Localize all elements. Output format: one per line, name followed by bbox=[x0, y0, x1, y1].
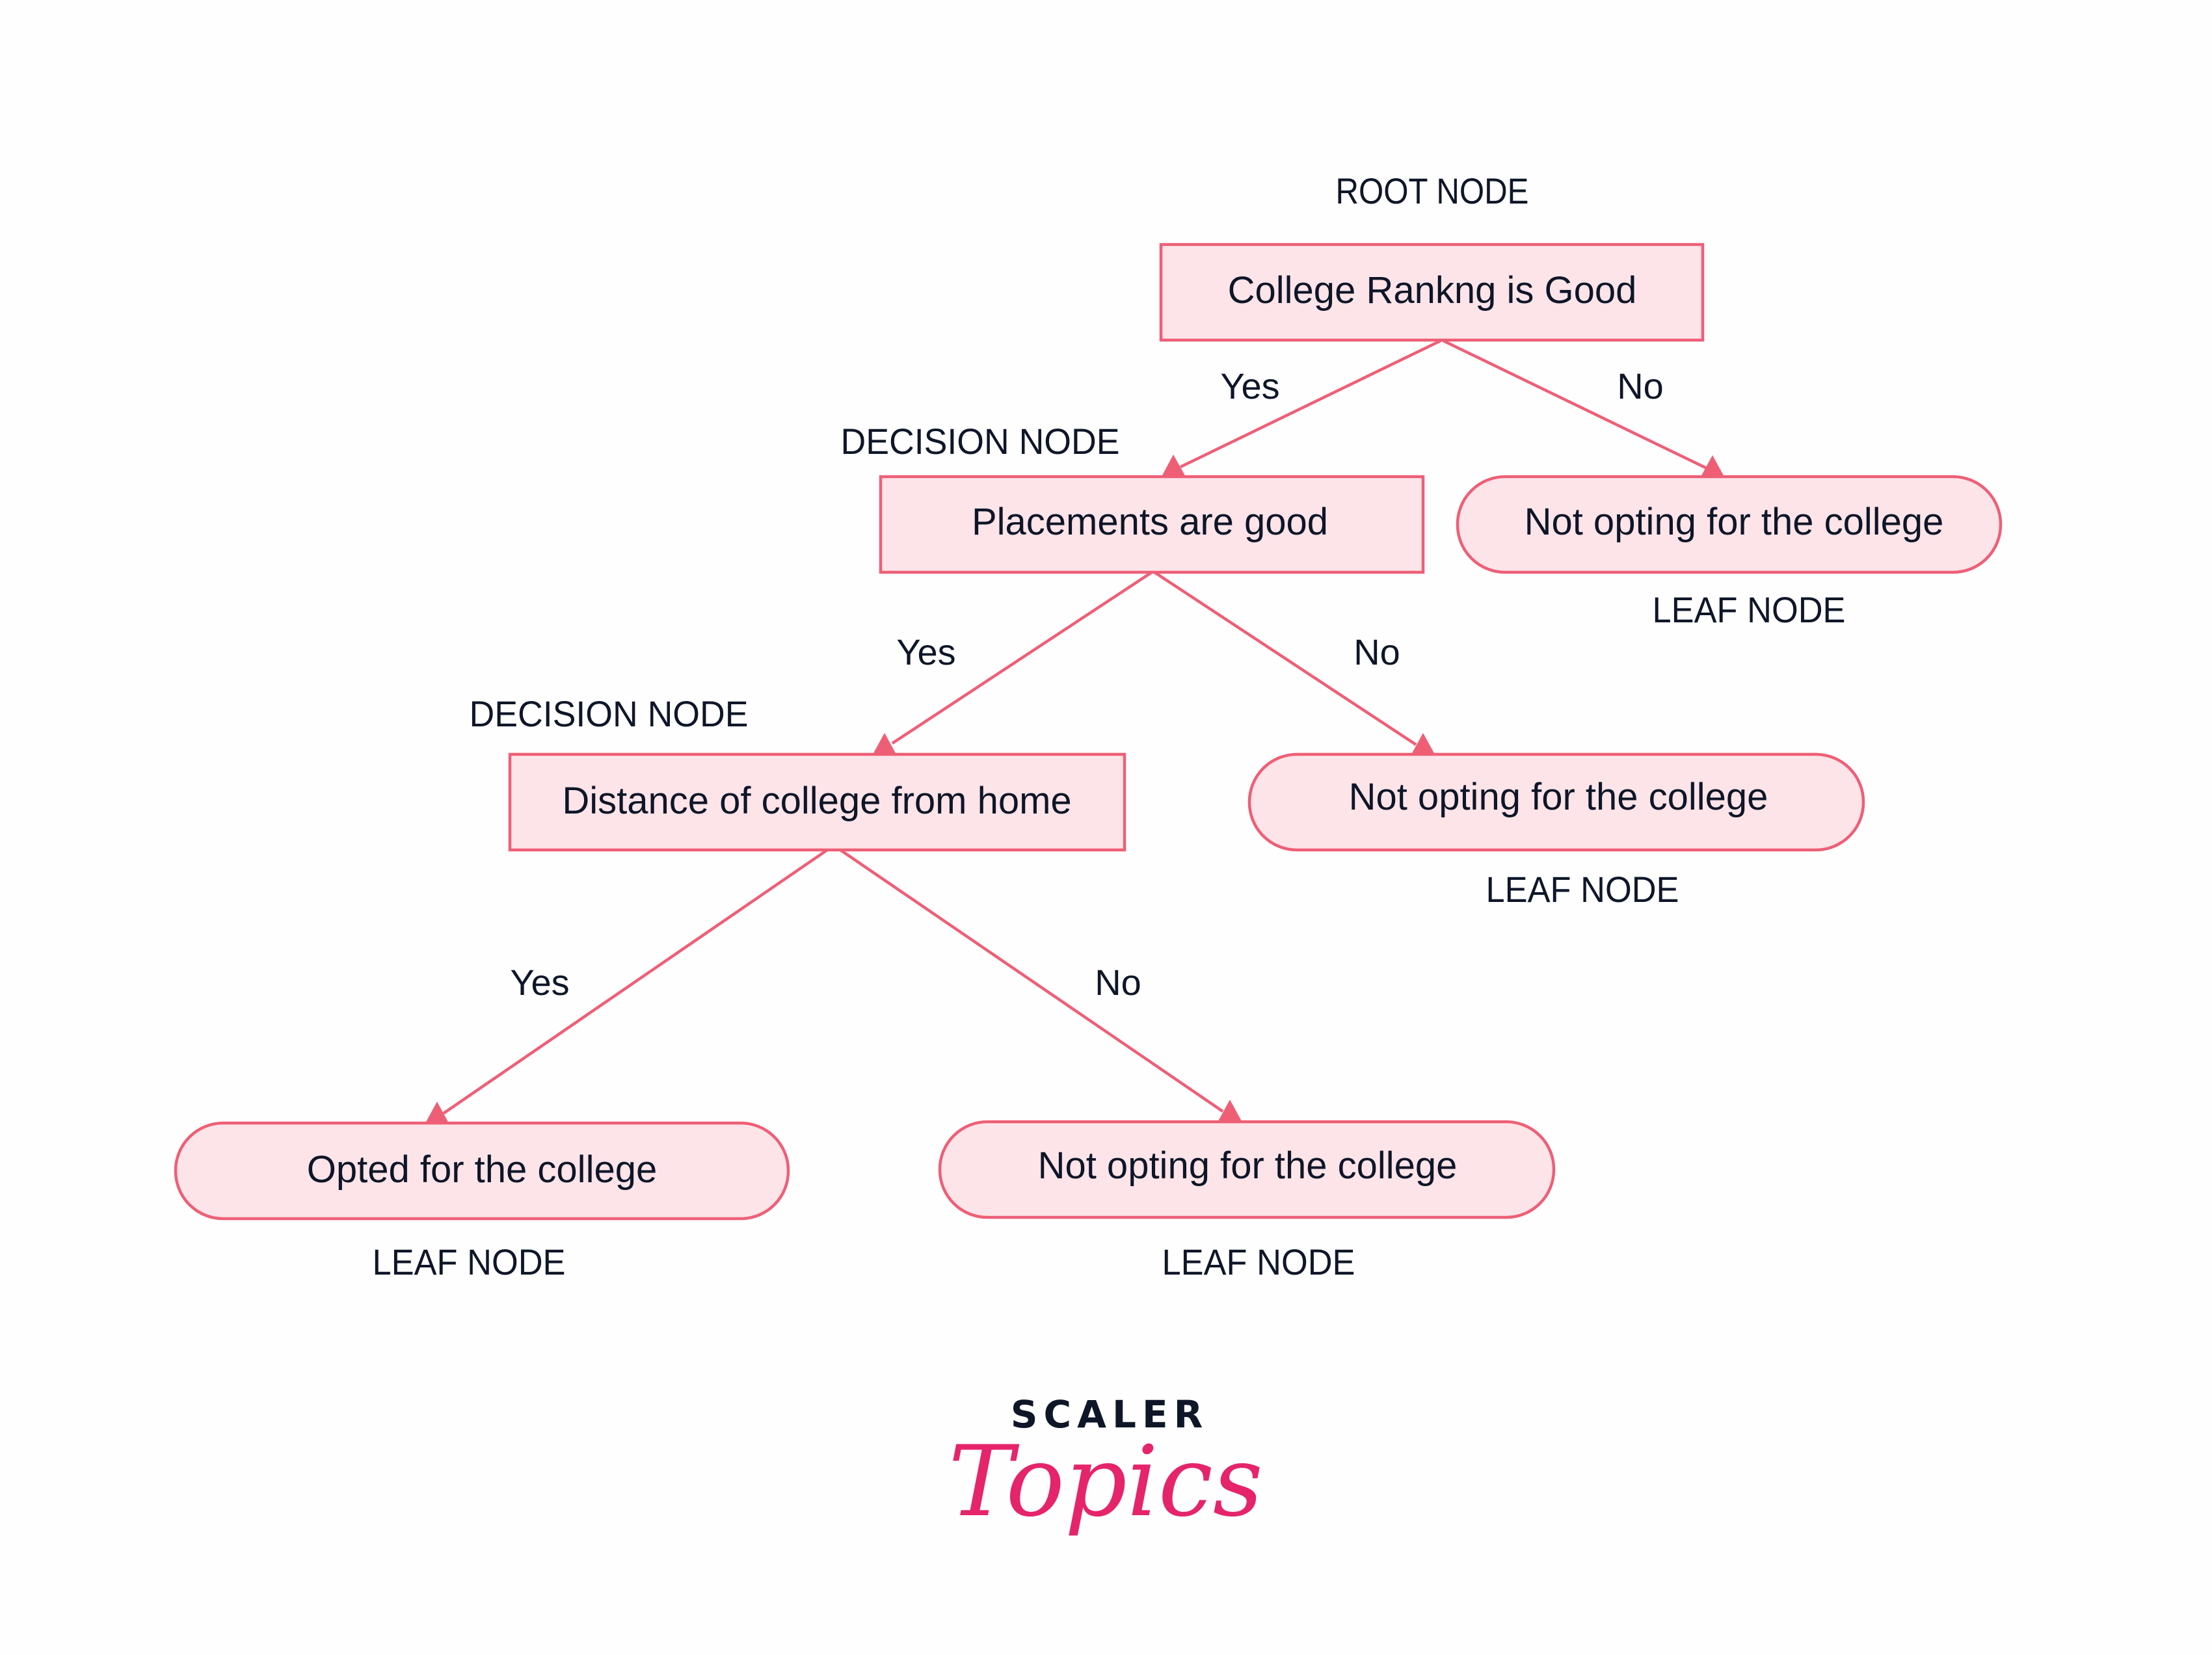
scaler-topics-logo: SCALER Topics bbox=[948, 1392, 1263, 1539]
root-node-text: College Rankng is Good bbox=[1228, 269, 1637, 311]
edge-label-distance-no: No bbox=[1095, 962, 1141, 1003]
caption-decision-node-1: DECISION NODE bbox=[841, 421, 1120, 462]
caption-leaf-node-4: LEAF NODE bbox=[1162, 1241, 1355, 1282]
arrowhead-distance bbox=[873, 733, 896, 754]
node-leaf1: Not opting for the college LEAF NODE bbox=[1456, 475, 2003, 630]
edge-labels: Yes No Yes No Yes No bbox=[510, 365, 1663, 1003]
node-root: ROOT NODE College Rankng is Good bbox=[1159, 170, 1705, 342]
arrowhead-leaf3 bbox=[425, 1102, 449, 1123]
arrowhead-leaf1 bbox=[1701, 455, 1724, 477]
root-node-box bbox=[1159, 243, 1705, 342]
arrowhead-leaf4 bbox=[1218, 1100, 1242, 1121]
leaf4-node-box bbox=[938, 1120, 1556, 1219]
edge-placements-distance bbox=[891, 571, 1153, 745]
node-placements: DECISION NODE Placements are good bbox=[841, 421, 1425, 574]
leaf1-node-text: Not opting for the college bbox=[1525, 501, 1944, 543]
caption-leaf-node-1: LEAF NODE bbox=[1653, 589, 1846, 630]
leaf3-node-box bbox=[174, 1121, 790, 1221]
placements-node-text: Placements are good bbox=[972, 501, 1328, 543]
leaf3-node-text: Opted for the college bbox=[307, 1148, 657, 1191]
caption-root-node: ROOT NODE bbox=[1336, 170, 1529, 211]
node-leaf4: Not opting for the college LEAF NODE bbox=[938, 1120, 1556, 1282]
caption-decision-node-2: DECISION NODE bbox=[470, 693, 749, 734]
logo-scaler-text: SCALER bbox=[1011, 1392, 1208, 1437]
edge-distance-leaf3 bbox=[442, 849, 829, 1115]
leaf4-node-text: Not opting for the college bbox=[1038, 1145, 1458, 1187]
leaf1-node-box bbox=[1456, 475, 2003, 574]
edge-label-root-no: No bbox=[1617, 365, 1664, 406]
leaf2-node-box bbox=[1247, 752, 1865, 852]
edge-root-placements bbox=[1180, 339, 1441, 469]
placements-node-box bbox=[879, 475, 1425, 574]
distance-node-box bbox=[508, 752, 1126, 852]
node-distance: DECISION NODE Distance of college from h… bbox=[470, 693, 1126, 852]
edges bbox=[425, 339, 1724, 1123]
edge-label-root-yes: Yes bbox=[1220, 365, 1279, 406]
node-leaf2: Not opting for the college LEAF NODE bbox=[1247, 752, 1865, 910]
caption-leaf-node-2: LEAF NODE bbox=[1486, 869, 1679, 910]
edge-placements-leaf2 bbox=[1153, 571, 1417, 746]
edge-label-placements-no: No bbox=[1353, 631, 1400, 672]
edge-root-leaf1 bbox=[1443, 339, 1707, 470]
edge-label-placements-yes: Yes bbox=[896, 631, 955, 672]
arrowhead-leaf2 bbox=[1411, 733, 1435, 754]
leaf2-node-text: Not opting for the college bbox=[1349, 776, 1768, 818]
node-leaf3: Opted for the college LEAF NODE bbox=[174, 1121, 790, 1282]
edge-label-distance-yes: Yes bbox=[510, 962, 569, 1003]
caption-leaf-node-3: LEAF NODE bbox=[373, 1241, 566, 1282]
arrowhead-placements bbox=[1162, 455, 1186, 477]
logo-topics-text: Topics bbox=[948, 1425, 1263, 1539]
edge-distance-leaf4 bbox=[839, 849, 1224, 1113]
distance-node-text: Distance of college from home bbox=[562, 780, 1071, 822]
